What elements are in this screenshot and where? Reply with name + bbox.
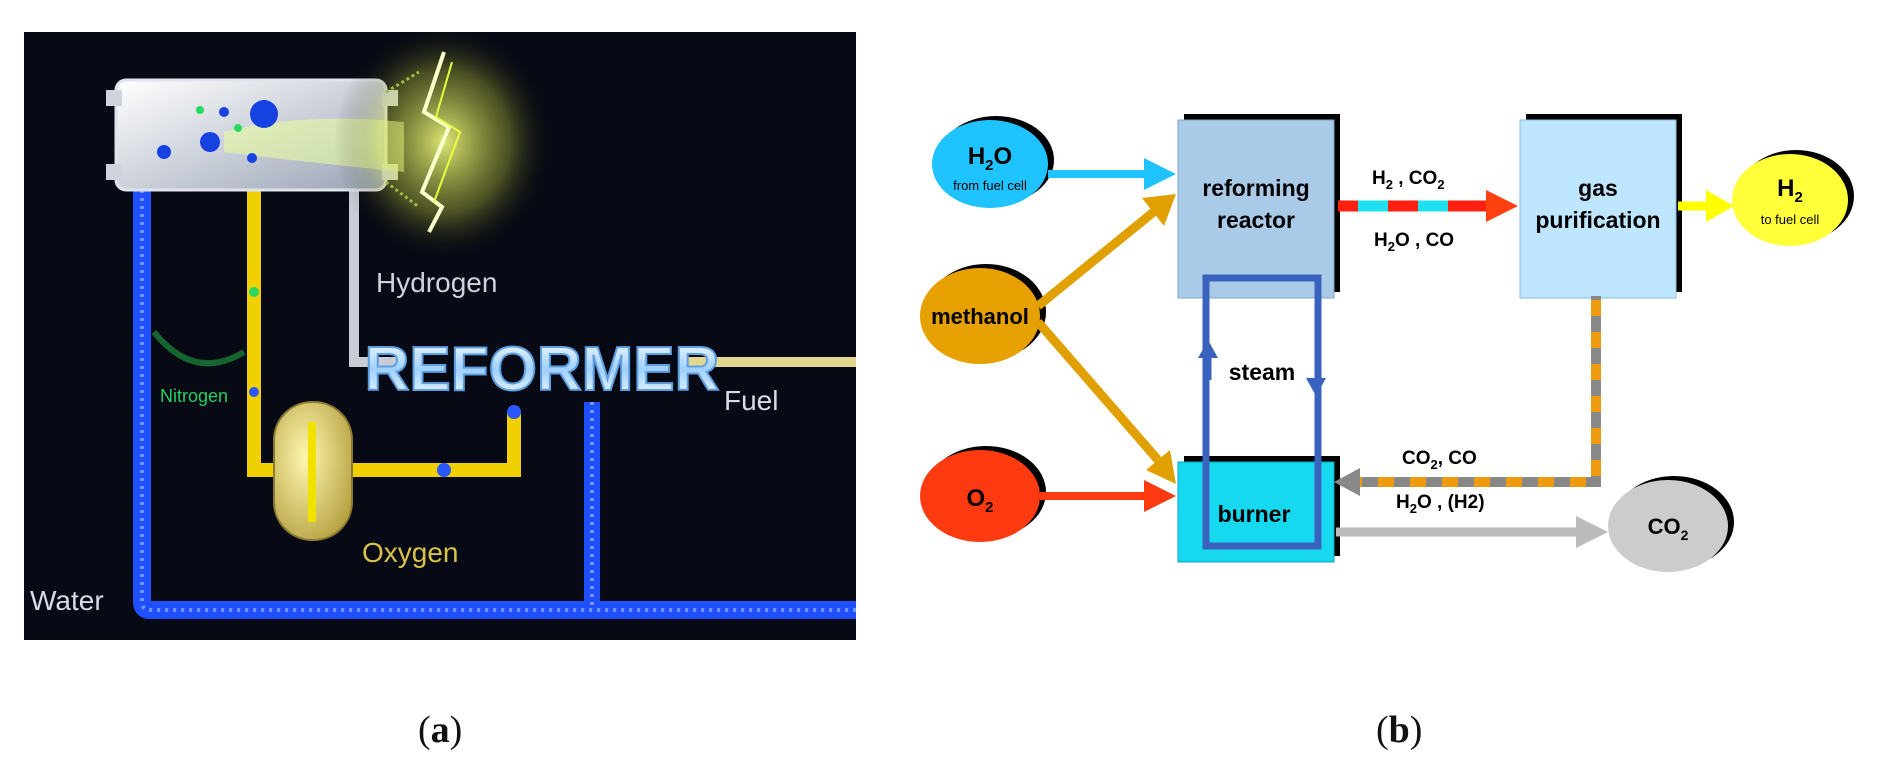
svg-text:CO2: CO2 (1648, 514, 1689, 543)
caption-b: (b) (1376, 709, 1423, 751)
reformer-illustration: REFORMER Hydrogen Fuel Nitrogen Oxygen W… (30, 32, 856, 619)
methanol-input-node: methanol (920, 264, 1046, 364)
co2-output-node: CO2 (1608, 476, 1734, 572)
svg-text:H2O: H2O (968, 143, 1012, 174)
reformer-label: REFORMER (365, 335, 720, 404)
water-pipe (133, 182, 856, 619)
process-flow-diagram: H2O from fuel cell methanol O2 reforming… (920, 114, 1854, 572)
h2o-input-node: H2O from fuel cell (932, 116, 1054, 208)
nitrogen-label: Nitrogen (160, 386, 228, 406)
electricity-icon (334, 32, 554, 262)
arrow-gas-to-h2 (1678, 190, 1734, 222)
arrow-h2o-to-reactor (1048, 158, 1176, 190)
arrow-burner-to-co2 (1336, 516, 1608, 548)
edge-label-h2o-co: H2O , CO (1374, 230, 1454, 254)
steam-loop: steam (1198, 274, 1326, 550)
edge-label-h2o-h2: H2O , (H2) (1396, 492, 1485, 516)
hydrogen-pipe (349, 172, 402, 367)
water-label: Water (30, 585, 104, 616)
edge-label-co2-co: CO2, CO (1402, 448, 1477, 472)
svg-text:gas: gas (1578, 175, 1618, 201)
caption-a: (a) (418, 709, 463, 751)
fuel-label: Fuel (724, 385, 778, 416)
panel-b-process-diagram: H2O from fuel cell methanol O2 reforming… (920, 60, 1880, 620)
steam-label: steam (1229, 359, 1295, 385)
h2o-note: from fuel cell (953, 178, 1027, 193)
h2-output-node: H2 to fuel cell (1732, 150, 1854, 246)
gas-purification-box: gas purification (1519, 114, 1682, 299)
oxygen-label: Oxygen (362, 537, 459, 568)
panel-a-reformer-illustration: REFORMER Hydrogen Fuel Nitrogen Oxygen W… (24, 32, 856, 640)
o2-input-node: O2 (920, 446, 1046, 542)
arrow-methanol-to-reactor (1035, 194, 1176, 310)
hydrogen-label: Hydrogen (376, 267, 497, 298)
svg-text:methanol: methanol (931, 304, 1029, 329)
svg-text:reforming: reforming (1202, 175, 1309, 201)
arrow-gas-to-burner (1334, 296, 1601, 496)
svg-text:purification: purification (1535, 207, 1660, 233)
nitrogen-arc (151, 330, 246, 367)
svg-text:burner: burner (1218, 501, 1291, 527)
oxygen-tank (273, 401, 353, 541)
arrow-methanol-to-burner (1034, 319, 1176, 484)
h2-out-note: to fuel cell (1761, 212, 1820, 227)
svg-text:reactor: reactor (1217, 207, 1295, 233)
svg-text:H2: H2 (1777, 175, 1803, 206)
arrow-o2-to-burner (1040, 480, 1176, 512)
reforming-reactor-box: reforming reactor (1177, 114, 1340, 299)
arrow-reactor-to-gas (1338, 190, 1518, 222)
edge-label-h2-co2: H2 , CO2 (1372, 168, 1445, 192)
svg-text:O2: O2 (966, 485, 993, 516)
